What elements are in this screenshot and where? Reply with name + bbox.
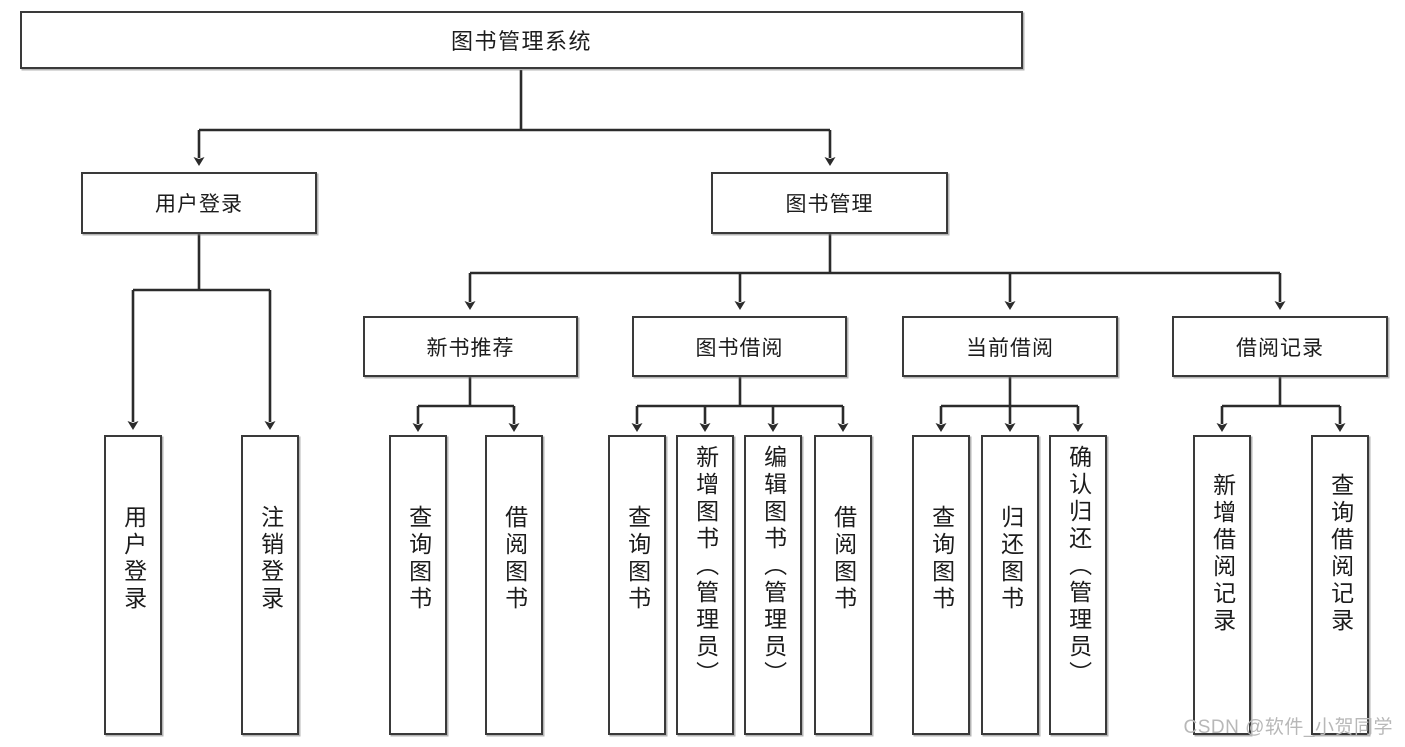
leaf-label: 查询图书	[928, 505, 955, 613]
node-book-management[interactable]: 图书管理	[711, 172, 948, 234]
leaf-label: 编辑图书（管理员）	[760, 445, 787, 688]
leaf-label: 查询图书	[405, 505, 432, 613]
leaf-user-login-login[interactable]: 用户登录	[104, 435, 162, 735]
leaf-recommend-borrow-book[interactable]: 借阅图书	[485, 435, 543, 735]
node-current-borrow[interactable]: 当前借阅	[902, 316, 1118, 377]
leaf-label: 归还图书	[997, 505, 1024, 613]
watermark-text: CSDN @软件_小贺同学	[1183, 717, 1393, 738]
leaf-current-confirm-return-admin[interactable]: 确认归还（管理员）	[1049, 435, 1107, 735]
node-root-system[interactable]: 图书管理系统	[20, 11, 1023, 69]
leaf-label: 新增图书（管理员）	[692, 445, 719, 688]
leaf-label: 借阅图书	[830, 505, 857, 613]
leaf-recommend-query-book[interactable]: 查询图书	[389, 435, 447, 735]
leaf-label: 确认归还（管理员）	[1065, 445, 1092, 688]
leaf-current-return-book[interactable]: 归还图书	[981, 435, 1039, 735]
node-user-login[interactable]: 用户登录	[81, 172, 317, 234]
leaf-label: 查询借阅记录	[1327, 473, 1354, 635]
leaf-label: 查询图书	[624, 505, 651, 613]
leaf-label: 注销登录	[257, 505, 284, 613]
leaf-current-query-book[interactable]: 查询图书	[912, 435, 970, 735]
leaf-borrow-query-book[interactable]: 查询图书	[608, 435, 666, 735]
node-new-book-recommend[interactable]: 新书推荐	[363, 316, 578, 377]
leaf-label: 借阅图书	[501, 505, 528, 613]
leaf-user-login-logout[interactable]: 注销登录	[241, 435, 299, 735]
leaf-record-query-record[interactable]: 查询借阅记录	[1311, 435, 1369, 735]
node-borrow-record[interactable]: 借阅记录	[1172, 316, 1388, 377]
leaf-record-add-record[interactable]: 新增借阅记录	[1193, 435, 1251, 735]
node-book-borrow[interactable]: 图书借阅	[632, 316, 847, 377]
leaf-label: 新增借阅记录	[1209, 473, 1236, 635]
leaf-borrow-edit-book-admin[interactable]: 编辑图书（管理员）	[744, 435, 802, 735]
leaf-borrow-add-book-admin[interactable]: 新增图书（管理员）	[676, 435, 734, 735]
leaf-borrow-borrow-book[interactable]: 借阅图书	[814, 435, 872, 735]
leaf-label: 用户登录	[120, 505, 147, 613]
